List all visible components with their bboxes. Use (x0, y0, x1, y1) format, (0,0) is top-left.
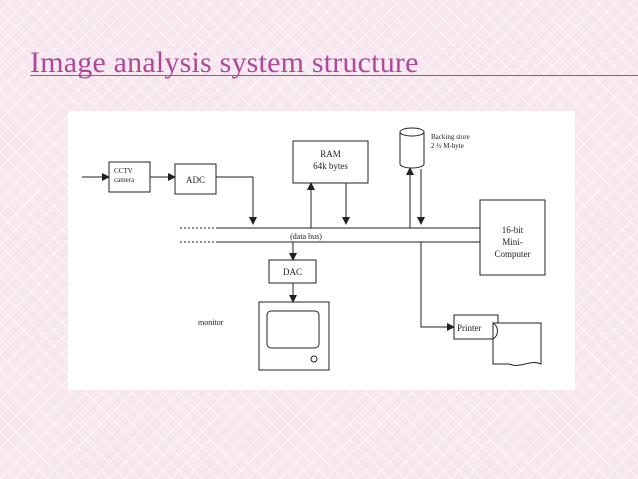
backing-store-label-line1: Backing store (431, 133, 470, 141)
dac-box: DAC (268, 259, 317, 284)
title-underline (30, 75, 638, 76)
adc-box: ADC (174, 163, 217, 195)
system-diagram: CCTV camera ADC RAM 64k bytes Backing st… (82, 127, 546, 371)
printer-icon (453, 314, 542, 366)
cctv-label-line2: camera (114, 176, 135, 184)
ram-box: RAM 64k bytes (292, 140, 369, 184)
monitor-label: monitor (198, 318, 224, 327)
backing-store-cylinder (399, 127, 425, 169)
cctv-camera-box: CCTV camera (108, 161, 151, 193)
printer-label: Printer (457, 323, 482, 333)
computer-label-line3: Computer (495, 249, 531, 259)
computer-label-line1: 16-bit (502, 225, 524, 235)
ram-label-line2: 64k bytes (313, 161, 348, 171)
adc-to-bus-arrow (216, 176, 257, 225)
backing-store-label-line2: 2 ½ M-byte (431, 142, 464, 150)
slide-title: Image analysis system structure (30, 46, 419, 79)
minicomputer-box: 16-bit Mini- Computer (479, 199, 546, 276)
monitor-icon (258, 301, 330, 371)
adc-label: ADC (186, 175, 205, 185)
dac-label: DAC (283, 267, 302, 277)
data-bus (180, 227, 480, 243)
bus-to-printer-arrow (420, 242, 455, 331)
diagram-panel: CCTV camera ADC RAM 64k bytes Backing st… (68, 111, 575, 390)
cctv-label-line1: CCTV (114, 167, 133, 175)
computer-label-line2: Mini- (502, 237, 523, 247)
data-bus-label: (data bus) (290, 232, 322, 241)
ram-label-line1: RAM (320, 149, 341, 159)
